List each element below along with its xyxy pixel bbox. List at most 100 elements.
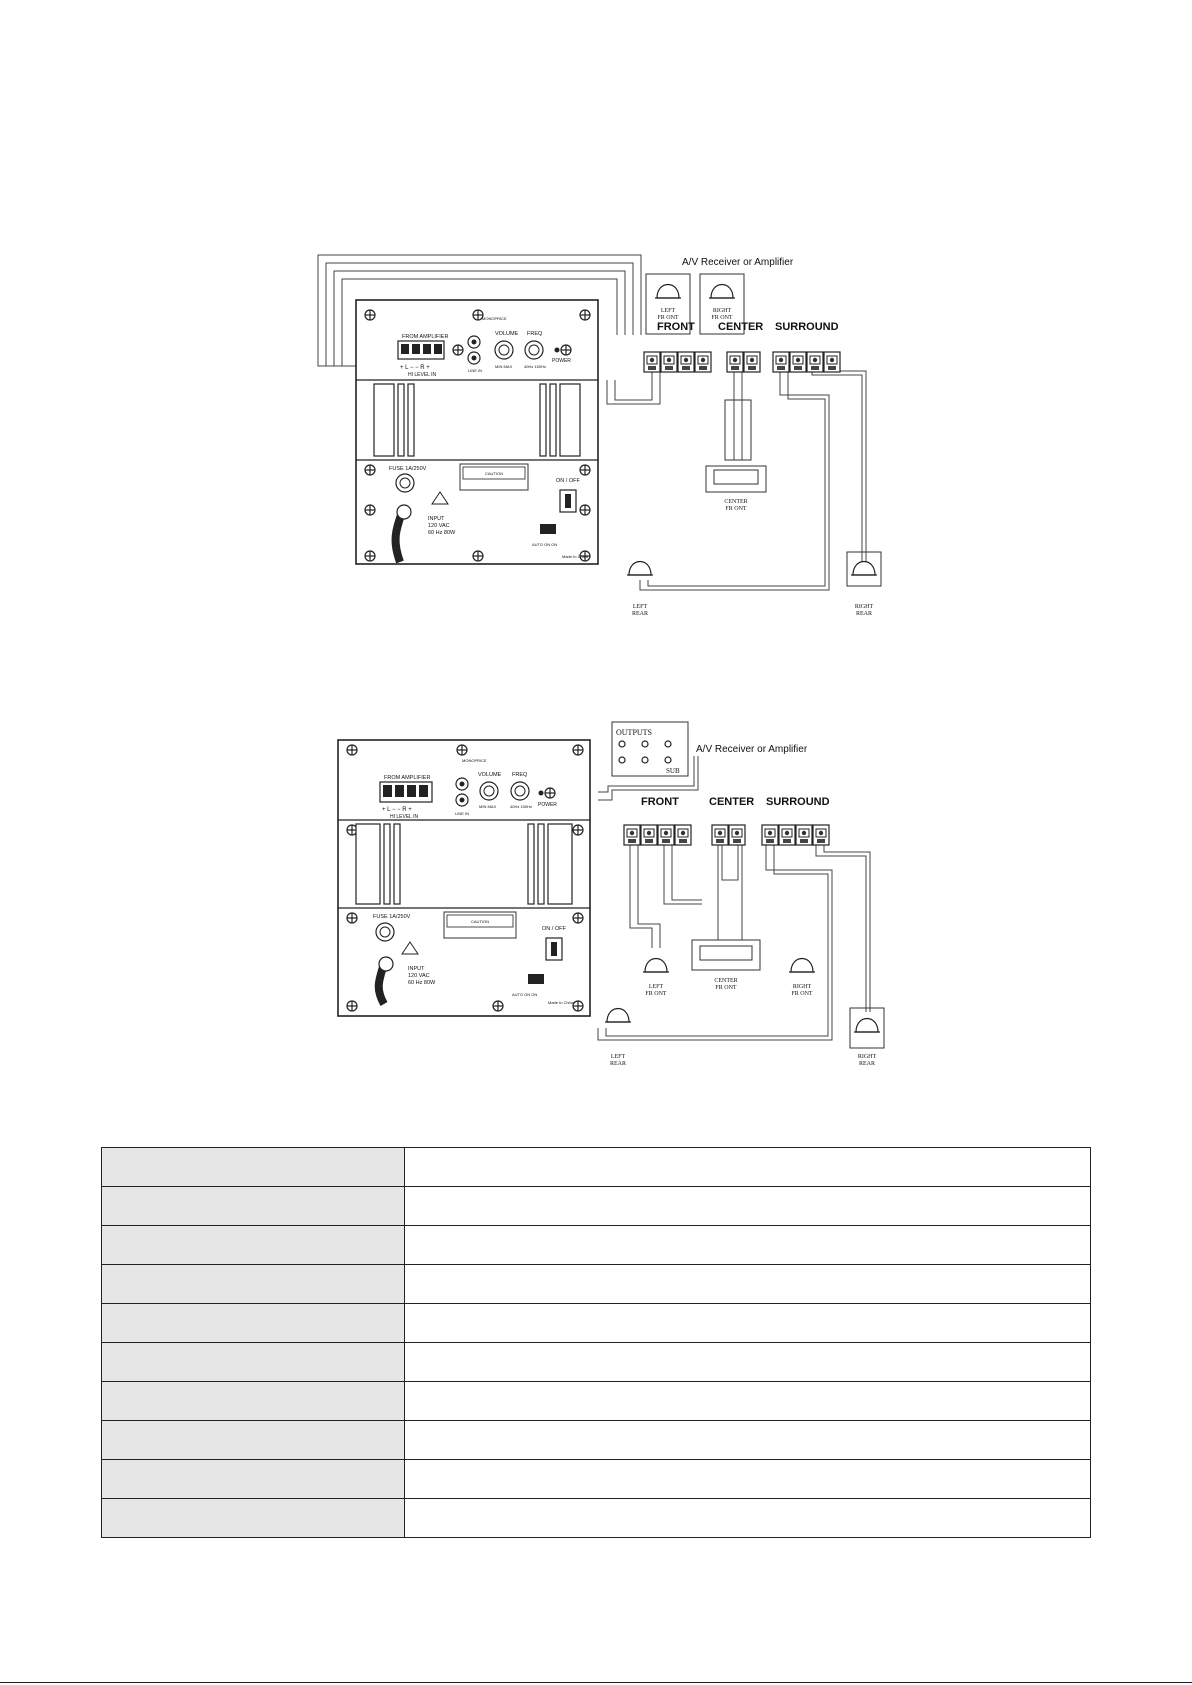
spec-label-cell	[101, 1459, 405, 1499]
spec-value-cell	[404, 1186, 1091, 1226]
spec-table	[101, 1147, 1091, 1538]
diagram-1-receiver-label: A/V Receiver or Amplifier	[682, 257, 794, 268]
diagram-1-subwoofer-panel: MONOPRICE FROM AMPLIFIER + L − − R + HI …	[355, 299, 599, 565]
diagram-2-surround-terminals	[761, 824, 830, 846]
diagram-1-left-front-box	[645, 273, 691, 335]
svg-text:MONOPRICE: MONOPRICE	[482, 316, 507, 321]
spec-label-cell	[101, 1147, 405, 1187]
svg-text:LINE IN: LINE IN	[468, 368, 482, 373]
diagram-2-left-rear-speaker-icon	[604, 1007, 632, 1023]
diagram-2-front-terminals	[623, 824, 692, 846]
svg-text:CAUTION: CAUTION	[471, 919, 489, 924]
diagram-2-subwoofer-panel: MONOPRICE FROM AMPLIFIER + L − − R + HI …	[337, 739, 591, 1017]
diagram-1-right-rear-box	[846, 551, 882, 587]
spec-row	[101, 1459, 1091, 1499]
spec-label-cell	[101, 1381, 405, 1421]
diagram-2-center-terminals	[711, 824, 746, 846]
spec-row	[101, 1186, 1091, 1226]
diagram-2-surround-label: SURROUND	[766, 796, 830, 808]
svg-text:+ L − − R +: + L − − R +	[400, 365, 430, 371]
spec-row	[101, 1381, 1091, 1421]
spec-value-cell	[404, 1225, 1091, 1265]
svg-text:Made In China: Made In China	[548, 1000, 575, 1005]
diagram-2-center-speaker	[691, 939, 761, 971]
svg-text:VOLUME: VOLUME	[495, 331, 519, 337]
svg-text:FREQ: FREQ	[527, 331, 543, 337]
svg-text:Made In China: Made In China	[562, 554, 589, 559]
diagram-1-left-front-speaker-icon	[654, 283, 682, 299]
diagram-1-front-label: FRONT	[657, 321, 695, 333]
svg-text:MIN MAX: MIN MAX	[495, 364, 512, 369]
diagram-1-left-rear-speaker-icon	[626, 560, 654, 576]
diagram-2-left-front-speaker-icon	[642, 957, 670, 973]
svg-text:FREQ: FREQ	[512, 772, 528, 778]
diagram-2-output-jacks	[618, 740, 672, 764]
spec-value-cell	[404, 1420, 1091, 1460]
diagram-2-right-front-speaker-icon	[788, 957, 816, 973]
spec-row	[101, 1498, 1091, 1538]
spec-value-cell	[404, 1303, 1091, 1343]
diagram-1-surround-label: SURROUND	[775, 321, 839, 333]
svg-text:HI LEVEL IN: HI LEVEL IN	[408, 372, 437, 378]
diagram-2-outputs-label: OUTPUTS	[616, 728, 652, 737]
spec-value-cell	[404, 1147, 1091, 1187]
svg-text:HI LEVEL IN: HI LEVEL IN	[390, 814, 419, 820]
svg-text:ON / OFF: ON / OFF	[556, 478, 580, 484]
svg-text:POWER: POWER	[538, 802, 557, 808]
diagram-2-wires	[597, 756, 871, 1041]
diagram-2-outputs-box	[611, 721, 689, 777]
spec-label-cell	[101, 1264, 405, 1304]
svg-text:AUTO ON ON: AUTO ON ON	[512, 992, 537, 997]
spec-value-cell	[404, 1264, 1091, 1304]
svg-text:MONOPRICE: MONOPRICE	[462, 758, 487, 763]
svg-text:CAUTION: CAUTION	[485, 471, 503, 476]
diagram-2-front-label: FRONT	[641, 796, 679, 808]
svg-text:FROM AMPLIFIER: FROM AMPLIFIER	[384, 775, 430, 781]
spec-value-cell	[404, 1459, 1091, 1499]
svg-text:MIN MAX: MIN MAX	[479, 804, 496, 809]
diagram-1-center-terminals	[726, 351, 761, 373]
spec-row	[101, 1303, 1091, 1343]
spec-row	[101, 1264, 1091, 1304]
spec-label-cell	[101, 1498, 405, 1538]
diagram-2-sub-label: SUB	[666, 767, 680, 775]
diagram-2-receiver-label: A/V Receiver or Amplifier	[696, 744, 808, 755]
diagram-1-surround-terminals	[772, 351, 841, 373]
svg-text:POWER: POWER	[552, 358, 571, 364]
diagram-2-center-label: CENTER	[709, 796, 754, 808]
diagram-2: OUTPUTS SUB A/V Receiver or Amplifier FR…	[337, 721, 885, 1067]
svg-text:VOLUME: VOLUME	[478, 772, 502, 778]
spec-row	[101, 1420, 1091, 1460]
spec-label-cell	[101, 1225, 405, 1265]
svg-text:ON / OFF: ON / OFF	[542, 926, 566, 932]
spec-label-cell	[101, 1186, 405, 1226]
diagram-1-right-front-speaker-icon	[708, 283, 736, 299]
diagram-1-right-front-box	[699, 273, 745, 335]
diagram-2-right-rear-speaker-icon	[853, 1017, 881, 1033]
spec-label-cell	[101, 1303, 405, 1343]
svg-text:40Hz 150Hz: 40Hz 150Hz	[510, 804, 532, 809]
spec-row	[101, 1342, 1091, 1382]
diagram-2-right-rear-box	[849, 1007, 885, 1049]
svg-text:LINE IN: LINE IN	[455, 811, 469, 816]
spec-label-cell	[101, 1420, 405, 1460]
svg-text:FROM AMPLIFIER: FROM AMPLIFIER	[402, 334, 448, 340]
spec-label-cell	[101, 1342, 405, 1382]
spec-value-cell	[404, 1498, 1091, 1538]
diagram-1-center-label: CENTER	[718, 321, 763, 333]
diagram-1-right-rear-speaker-icon	[850, 560, 878, 576]
svg-text:+ L − − R +: + L − − R +	[382, 807, 412, 813]
spec-row	[101, 1225, 1091, 1265]
